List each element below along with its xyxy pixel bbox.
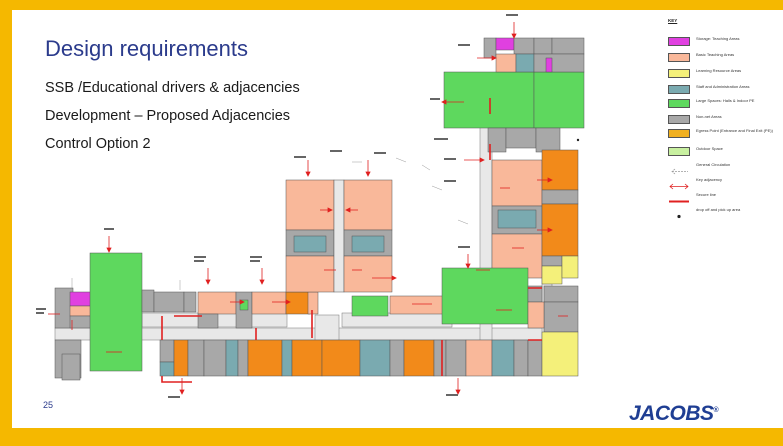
slide-title: Design requirements [45, 36, 248, 61]
legend-item: Secure line [664, 192, 783, 204]
legend-item: Storage: Teaching Areas [664, 36, 783, 48]
legend-label: Staff and Administration Areas [696, 84, 750, 89]
drop-off-point [576, 138, 580, 142]
dot-icon [668, 208, 690, 219]
legend-swatch [668, 85, 690, 94]
legend-item: General Circulation [664, 162, 783, 175]
legend-label: Storage: Teaching Areas [696, 36, 740, 41]
logo-mark: ® [713, 407, 719, 414]
legend-label: Non-net Areas [696, 114, 722, 119]
middle-wing-rooms [197, 179, 451, 329]
legend-label: Key adjacency [696, 177, 723, 182]
legend-item: Learning Resource Areas [664, 68, 783, 80]
legend-item: Staff and Administration Areas [664, 84, 783, 96]
legend-item: Key adjacency [664, 177, 783, 190]
subtitle-development: Development – Proposed Adjacencies [45, 108, 291, 124]
legend-swatch [668, 115, 690, 124]
secure-lines [161, 98, 542, 383]
right-wing-rooms [441, 37, 585, 377]
legend-swatch [668, 99, 690, 108]
legend-item: Large Spaces: Halls & Indoor PE [664, 98, 783, 110]
legend-label: Basic Teaching Areas [696, 52, 735, 57]
legend-swatch [668, 129, 690, 138]
legend-item: drop off and pick up area [664, 207, 783, 219]
legend-label: Secure line [696, 192, 717, 197]
secure-line-icon [668, 193, 690, 203]
legend-swatch [668, 37, 690, 46]
subtitle-drivers: SSB /Educational drivers & adjacencies [45, 80, 300, 96]
legend-label: Outdoor Space [696, 146, 723, 151]
legend-item: Outdoor Space [664, 146, 783, 158]
legend-label: Egress Point (Entrance and Final Exit (P… [696, 128, 773, 133]
legend-item: Non-net Areas [664, 114, 783, 126]
legend-label: Large Spaces: Halls & Indoor PE [696, 98, 755, 103]
page-number: 25 [43, 400, 54, 410]
logo-text: JACOBS [629, 402, 714, 425]
legend-item: Egress Point (Entrance and Final Exit (P… [664, 128, 783, 140]
arrow-icon [668, 178, 690, 190]
legend-title: KEY [668, 18, 678, 23]
jacobs-logo: JACOBS® [629, 402, 719, 426]
legend-swatch [668, 147, 690, 156]
legend-swatch [668, 53, 690, 62]
adjacency-arrows [48, 22, 568, 395]
legend-label: Learning Resource Areas [696, 68, 742, 73]
legend-label: drop off and pick up area [696, 207, 741, 212]
subtitle-option: Control Option 2 [45, 136, 151, 152]
floor-plan-diagram [36, 14, 585, 398]
left-wing-rooms [54, 252, 205, 381]
circulation-arrows [71, 157, 469, 290]
arrow-icon [668, 163, 690, 175]
slide: Design requirements SSB /Educational dri… [12, 10, 783, 428]
annotation-marks [36, 14, 518, 398]
legend-item: Basic Teaching Areas [664, 52, 783, 64]
legend-label: General Circulation [696, 162, 731, 167]
legend-swatch [668, 69, 690, 78]
bottom-row-rooms [203, 339, 543, 377]
